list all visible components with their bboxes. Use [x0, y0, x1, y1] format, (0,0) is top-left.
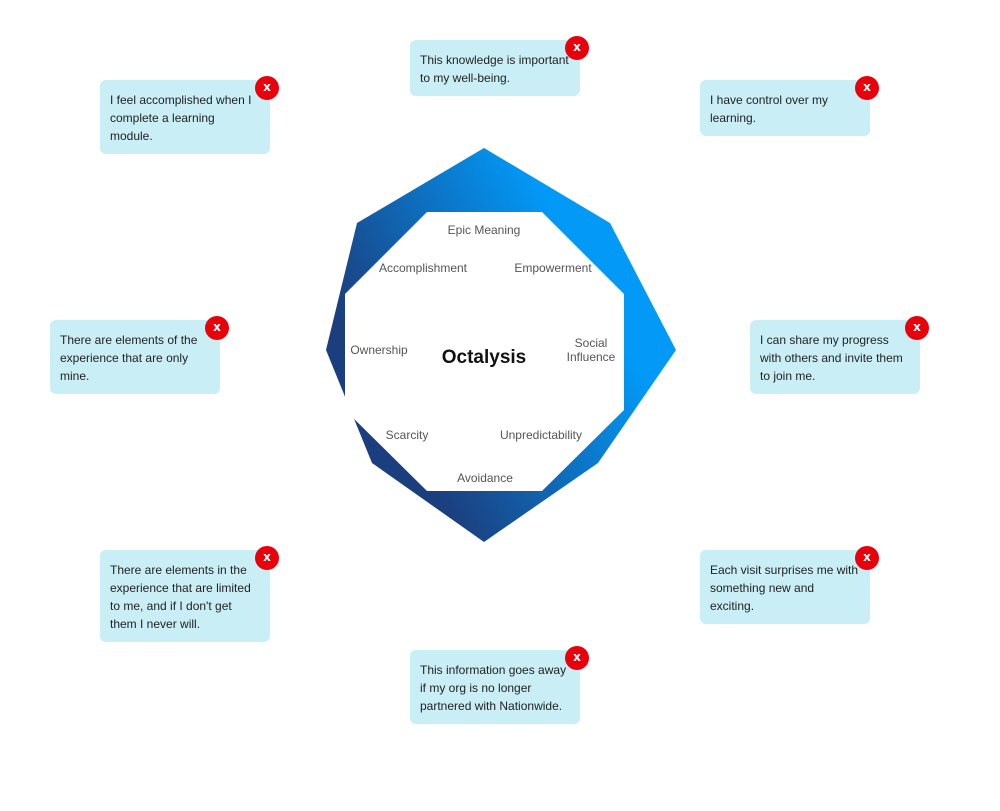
note-ownership: There are elements of the experience tha…	[50, 316, 229, 394]
note-empowerment: I have control over my learning. x	[700, 76, 879, 136]
note-text: This information goes away if my org is …	[420, 663, 567, 713]
note-unpredictability: Each visit surprises me with something n…	[700, 546, 879, 624]
close-icon[interactable]: x	[565, 36, 589, 60]
drive-label-empowerment: Empowerment	[514, 261, 592, 275]
close-icon[interactable]: x	[255, 76, 279, 100]
drive-label-ownership: Ownership	[350, 343, 408, 357]
drive-label-social-influence: Social	[575, 336, 608, 350]
drive-label-social-influence-line2: Influence	[567, 350, 616, 364]
drive-label-scarcity: Scarcity	[386, 428, 429, 442]
note-text: I can share my progress with others and …	[760, 333, 903, 383]
drive-label-epic-meaning: Epic Meaning	[448, 223, 521, 237]
close-icon[interactable]: x	[855, 76, 879, 100]
note-avoidance: This information goes away if my org is …	[410, 646, 589, 724]
drive-label-avoidance: Avoidance	[457, 471, 513, 485]
octalysis-inner-octagon	[345, 212, 624, 491]
note-accomplishment: I feel accomplished when I complete a le…	[100, 76, 279, 154]
close-icon[interactable]: x	[255, 546, 279, 570]
note-text: I have control over my learning.	[710, 93, 829, 125]
note-social-influence: I can share my progress with others and …	[750, 316, 929, 394]
close-icon[interactable]: x	[905, 316, 929, 340]
drive-label-unpredictability: Unpredictability	[500, 428, 582, 442]
close-icon[interactable]: x	[205, 316, 229, 340]
note-scarcity: There are elements in the experience tha…	[100, 546, 279, 642]
note-text: There are elements in the experience tha…	[110, 563, 251, 631]
note-text: I feel accomplished when I complete a le…	[110, 93, 252, 143]
note-text: Each visit surprises me with something n…	[710, 563, 859, 613]
diagram-center-title: Octalysis	[442, 347, 527, 368]
close-icon[interactable]: x	[855, 546, 879, 570]
drive-label-accomplishment: Accomplishment	[379, 261, 468, 275]
close-icon[interactable]: x	[565, 646, 589, 670]
note-epic-meaning: This knowledge is important to my well-b…	[410, 36, 589, 96]
note-text: This knowledge is important to my well-b…	[420, 53, 569, 85]
note-text: There are elements of the experience tha…	[60, 333, 198, 383]
